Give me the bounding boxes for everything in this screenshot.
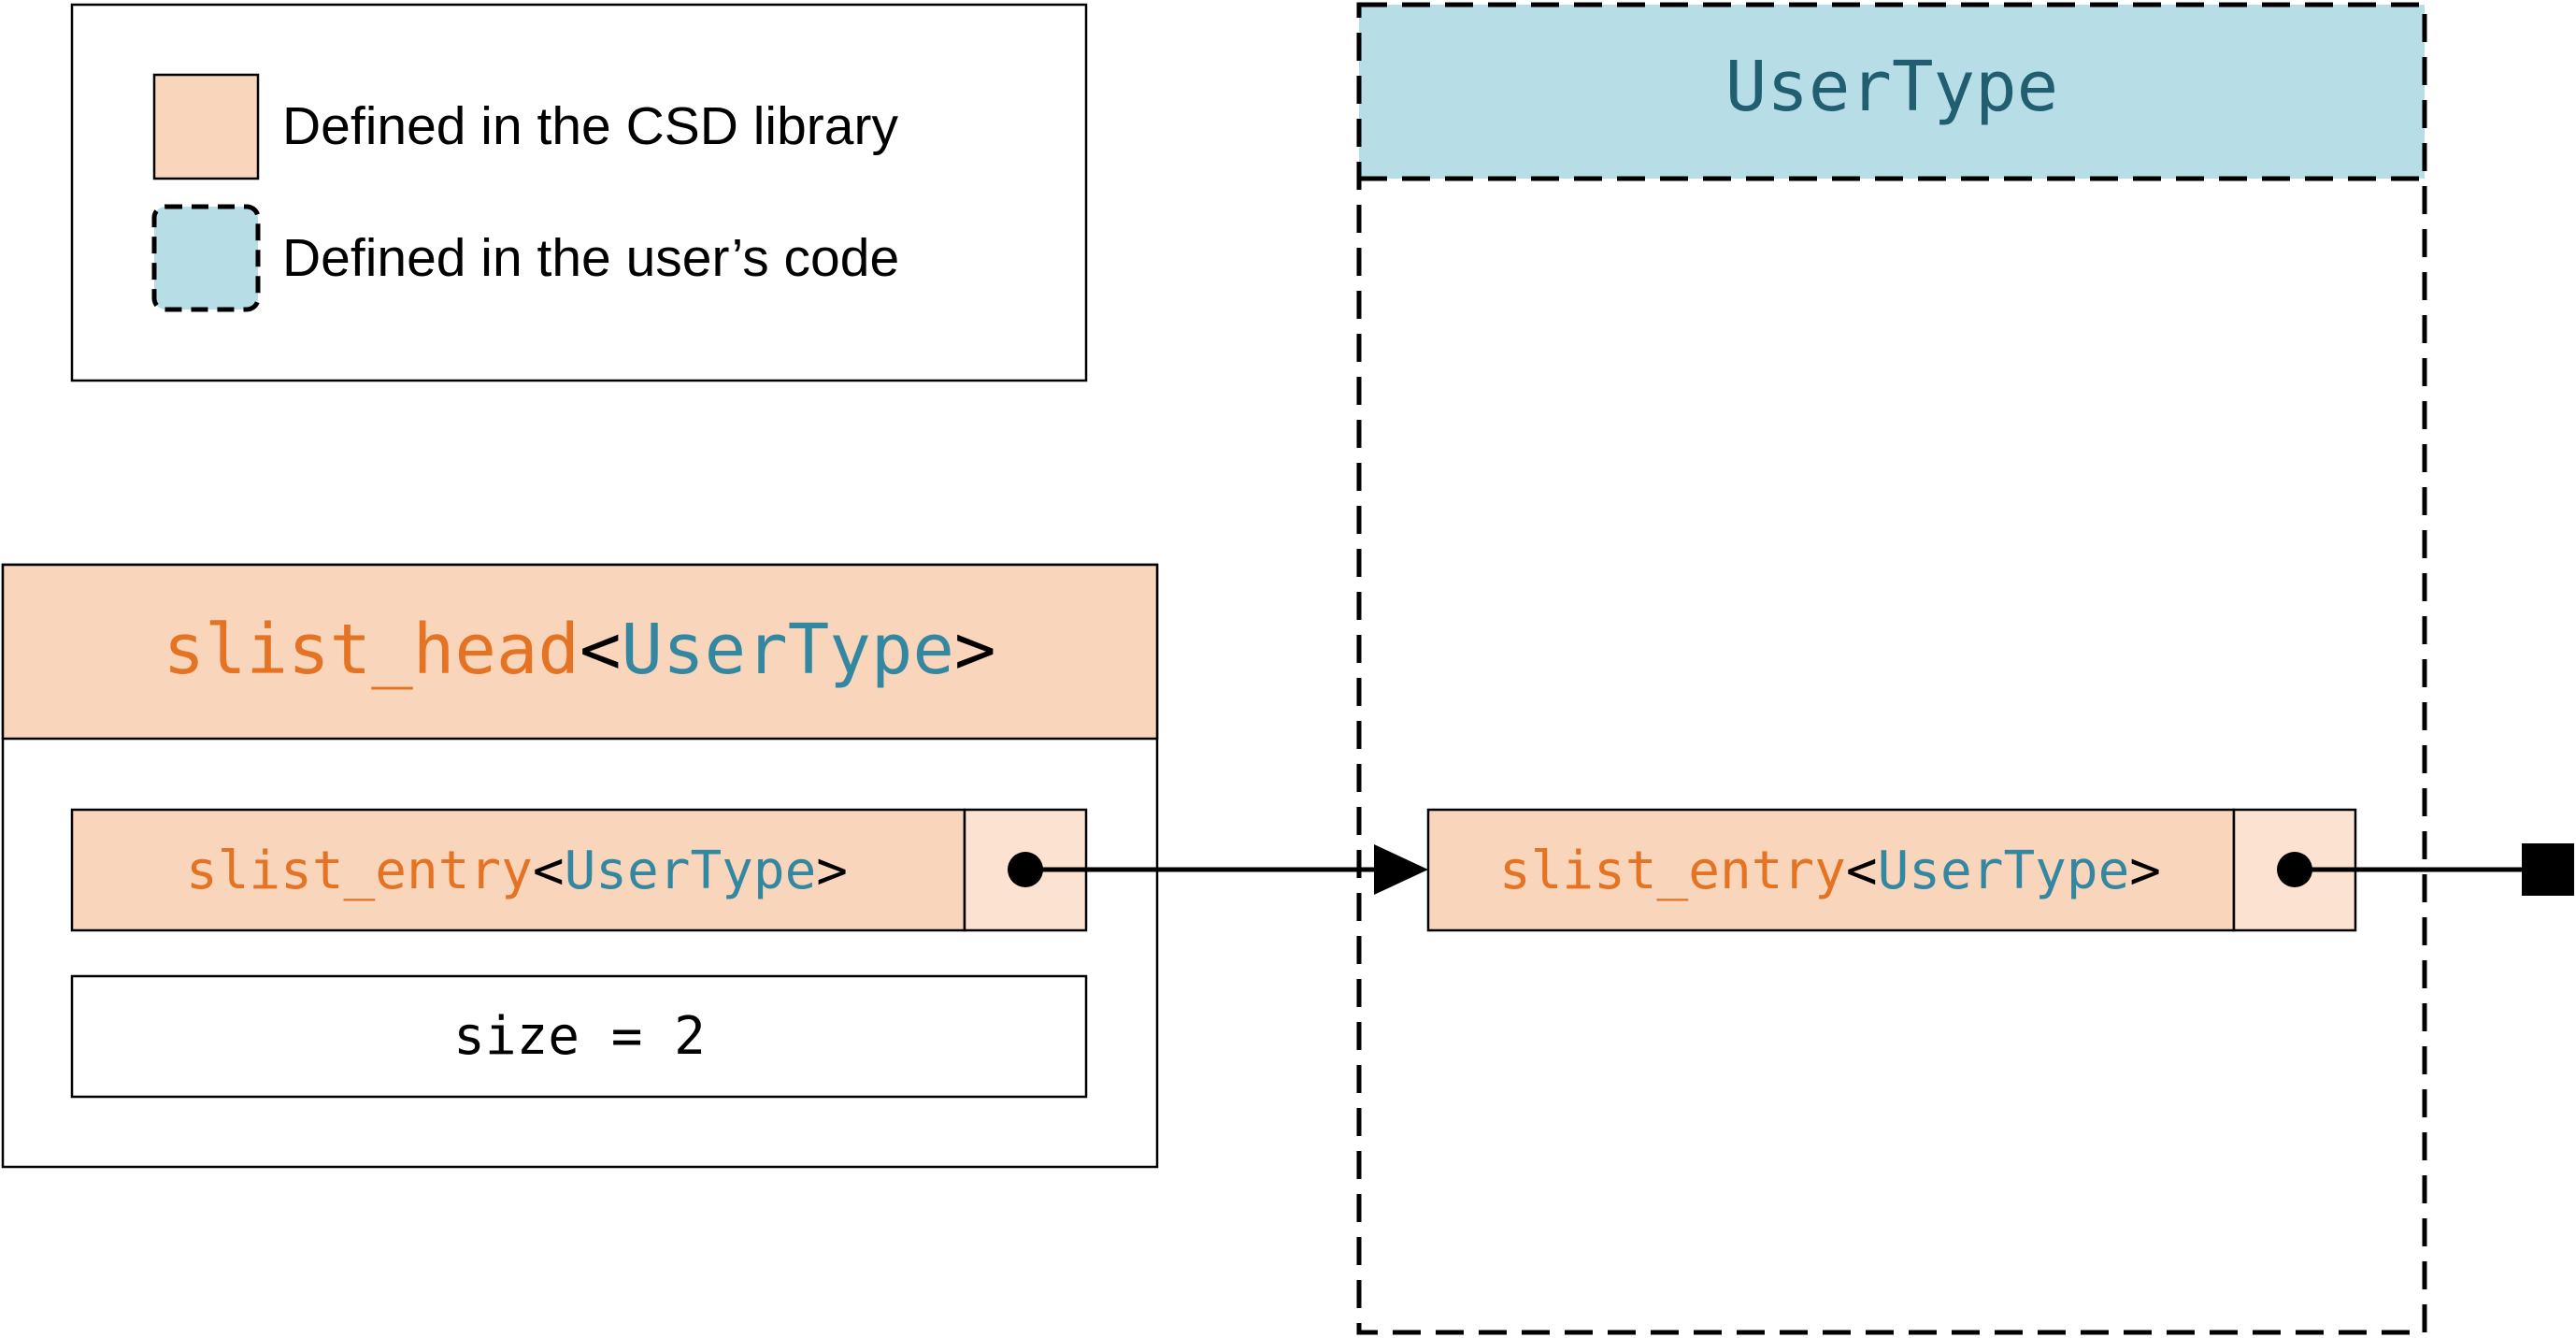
user-entry-open: < (1846, 841, 1878, 901)
size-value: size = 2 (453, 1006, 706, 1067)
head-entry-box (70, 808, 966, 932)
legend-frame (70, 3, 1088, 382)
slist-head-header (1, 563, 1159, 741)
slist-head-title-close: > (954, 610, 996, 690)
legend-label-user: Defined in the user’s code (282, 228, 899, 288)
head-entry-open: < (533, 841, 565, 901)
slist-head-title-open: < (580, 610, 622, 690)
user-type-frame (1356, 2, 2427, 1335)
head-pointer-dot (1008, 852, 1043, 887)
user-entry-close: > (2129, 841, 2161, 901)
entry-to-null-pointer (2277, 843, 2574, 896)
user-entry-param: UserType (1878, 841, 2130, 901)
user-entry-label: slist_entry<UserType> (1499, 841, 2161, 901)
slist-head-struct: slist_head<UserType> slist_entry<UserTyp… (1, 563, 1159, 1169)
user-entry-prefix: slist_entry (1499, 841, 1846, 901)
user-type-header (1359, 5, 2425, 179)
head-entry-prefix: slist_entry (186, 841, 533, 901)
legend-swatch-library (152, 73, 260, 180)
legend-label-library: Defined in the CSD library (282, 96, 898, 156)
legend-swatch-user (151, 204, 261, 312)
size-box (70, 974, 1088, 1099)
head-entry-label: slist_entry<UserType> (186, 841, 848, 901)
user-type-title: UserType (1725, 47, 2058, 127)
legend: Defined in the CSD library Defined in th… (70, 3, 1088, 382)
user-entry-box (1426, 808, 2236, 932)
head-to-entry-pointer (1008, 844, 1428, 895)
head-entry-param: UserType (565, 841, 817, 901)
slist-head-title-prefix: slist_head (163, 610, 580, 690)
null-terminator-square (2522, 843, 2574, 896)
slist-head-title-param: UserType (622, 610, 954, 690)
head-entry-close: > (816, 841, 848, 901)
slist-head-title: slist_head<UserType> (163, 610, 995, 690)
user-type-struct: UserType slist_entry<UserType> (1356, 2, 2427, 1335)
null-pointer-dot (2277, 852, 2312, 887)
head-pointer-arrowhead (1374, 844, 1428, 895)
